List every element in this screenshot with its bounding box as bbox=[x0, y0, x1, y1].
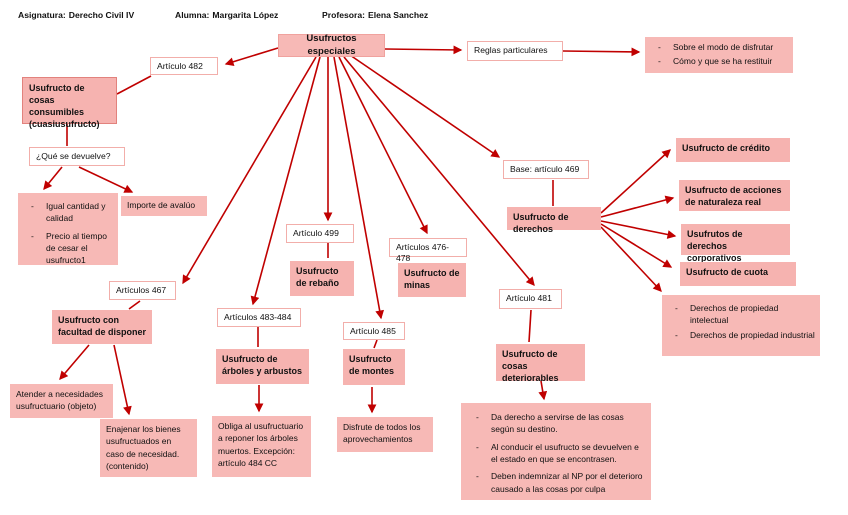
node-articulo-482: Artículo 482 bbox=[150, 57, 218, 75]
node-articulo-485: Artículo 485 bbox=[343, 322, 405, 340]
header-alumna: Alumna:Margarita López bbox=[175, 10, 279, 20]
node-enajenar-bienes: Enajenar los bienes usufructuados en cas… bbox=[100, 419, 197, 477]
node-deteriorables: Usufructo de cosas deteriorables bbox=[496, 344, 585, 383]
node-deteriorables-detalle: Da derecho a servirse de las cosas según… bbox=[461, 403, 651, 500]
node-derechos: Usufructo de derechos bbox=[507, 207, 601, 234]
node-corporativos: Usufrutos de derechos corporativos bbox=[681, 224, 790, 263]
node-reglas-particulares: Reglas particulares bbox=[467, 41, 563, 61]
node-articulo-481: Artículo 481 bbox=[499, 289, 562, 309]
node-articulo-499: Artículo 499 bbox=[286, 224, 354, 243]
node-cuota: Usufructo de cuota bbox=[680, 262, 796, 286]
node-arboles-arbustos: Usufructo de árboles y arbustos bbox=[216, 349, 309, 384]
node-minas: Usufructo de minas bbox=[398, 263, 466, 297]
node-que-se-devuelve: ¿Qué se devuelve? bbox=[29, 147, 125, 166]
node-disfrute: Disfrute de todos los aprovechamientos bbox=[337, 417, 433, 452]
node-importe-avaluo: Importe de avalúo bbox=[121, 196, 207, 216]
node-usufructos-especiales: Usufructos especiales bbox=[278, 33, 385, 57]
node-articulos-467: Artículos 467 bbox=[109, 281, 176, 300]
node-credito: Usufructo de crédito bbox=[676, 138, 790, 162]
node-articulos-476-478: Artículos 476-478 bbox=[389, 238, 467, 263]
header-profesora: Profesora:Elena Sanchez bbox=[322, 10, 429, 20]
node-obliga-reponer: Obliga al usufructuario a reponer los ár… bbox=[212, 416, 311, 477]
node-acciones: Usufructo de acciones de naturaleza real bbox=[679, 180, 790, 211]
header-asignatura: Asignatura:Derecho Civil IV bbox=[18, 10, 135, 20]
node-cosas-consumibles: Usufructo de cosas consumibles (cuasiusu… bbox=[22, 77, 117, 129]
node-devuelve-detalle: Igual cantidad y calidad Precio al tiemp… bbox=[18, 193, 118, 265]
node-montes: Usufructo de montes bbox=[343, 349, 405, 385]
node-reglas-detalle: Sobre el modo de disfrutar Cómo y que se… bbox=[645, 37, 793, 73]
node-propiedad-detalle: Derechos de propiedad intelectual Derech… bbox=[662, 295, 820, 356]
node-atender-necesidades: Atender a necesidades usufructuario (obj… bbox=[10, 384, 113, 418]
node-rebano: Usufructo de rebaño bbox=[290, 261, 354, 296]
node-articulos-483-484: Artículos 483-484 bbox=[217, 308, 301, 327]
node-base-469: Base: artículo 469 bbox=[503, 160, 589, 179]
node-facultad-disponer: Usufructo con facultad de disponer bbox=[52, 310, 152, 344]
